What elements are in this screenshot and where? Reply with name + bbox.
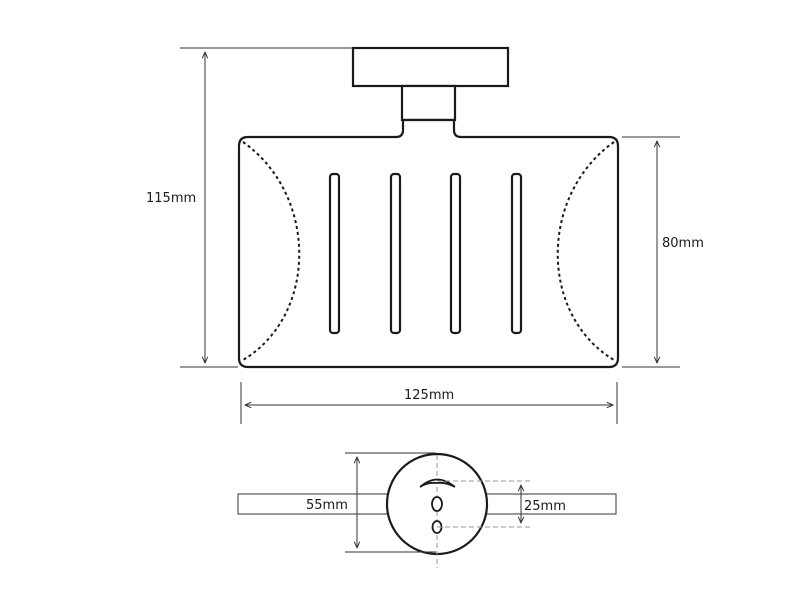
hidden-arc-right bbox=[556, 141, 615, 361]
wall-mount-cap bbox=[351, 46, 510, 88]
drain-slot bbox=[449, 172, 462, 335]
dimension-tray-width bbox=[240, 382, 618, 424]
dimension-tray-height bbox=[622, 136, 680, 368]
label-total-height: 115mm bbox=[146, 191, 197, 206]
mount-neck bbox=[400, 84, 457, 122]
label-hole-spacing: 25mm bbox=[524, 499, 566, 514]
label-tray-height: 80mm bbox=[662, 236, 704, 251]
drain-slot bbox=[328, 172, 341, 335]
front-view bbox=[237, 46, 620, 369]
drain-slot bbox=[510, 172, 523, 335]
soap-tray-body bbox=[237, 118, 620, 369]
label-flange-diameter: 55mm bbox=[306, 498, 348, 513]
dimension-total-height bbox=[180, 47, 352, 368]
hook-slot bbox=[419, 478, 456, 488]
label-tray-width: 125mm bbox=[404, 388, 455, 403]
screw-hole-upper bbox=[431, 496, 443, 512]
drain-slot bbox=[389, 172, 402, 335]
dimension-flange-diameter bbox=[345, 452, 436, 553]
hidden-arc-left bbox=[242, 141, 301, 361]
